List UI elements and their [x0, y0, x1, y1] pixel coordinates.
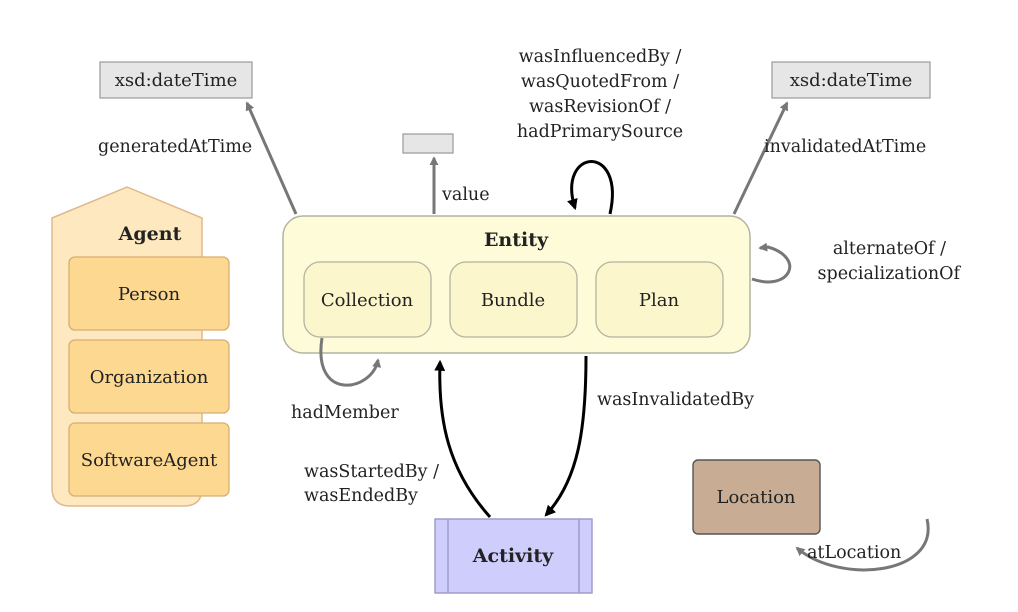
agent-organization-box [68, 339, 230, 414]
datetime-right-box [771, 61, 931, 99]
was-invalidated-by-label: wasInvalidatedBy [597, 390, 754, 410]
generated-at-time-arrow [245, 101, 298, 215]
activity-box [434, 518, 593, 594]
had-member-loop-arrow [319, 337, 382, 387]
was-started-by-label-line-1: wasStartedBy / [304, 462, 439, 482]
datetime-left-label: xsd:dateTime [115, 70, 238, 91]
generated-at-time-label: generatedAtTime [98, 137, 252, 157]
agent-softwareagent-box [68, 422, 230, 497]
activity-title: Activity [472, 545, 554, 567]
plan-box [595, 261, 724, 338]
entity-title: Entity [484, 229, 549, 251]
was-started-by-arrow [434, 359, 492, 518]
had-member-label: hadMember [291, 403, 399, 423]
datetime-right-label: xsd:dateTime [790, 70, 913, 91]
was-invalidated-by-arrow [544, 355, 588, 517]
collection-label: Collection [321, 290, 414, 311]
influence-label-line-4: hadPrimarySource [517, 122, 683, 142]
influence-label-line-2: wasQuotedFrom / [521, 72, 679, 92]
influence-label-line-1: wasInfluencedBy / [519, 47, 682, 67]
influence-label-line-3: wasRevisionOf / [529, 97, 671, 117]
value-literal-box [402, 133, 454, 154]
alternate-of-label-line-1: alternateOf / [833, 239, 946, 259]
bundle-label: Bundle [481, 290, 545, 311]
was-started-by-label-line-2: wasEndedBy [304, 486, 418, 506]
value-label: value [441, 185, 490, 205]
invalidated-at-time-label: invalidatedAtTime [764, 137, 926, 157]
alternate-of-loop-arrow [751, 242, 792, 284]
datetime-left-box [99, 61, 253, 99]
collection-box [303, 261, 432, 338]
agent-person-box [68, 256, 230, 331]
agent-softwareagent-label: SoftwareAgent [81, 450, 218, 471]
location-title: Location [716, 487, 795, 508]
agent-person-label: Person [118, 284, 181, 305]
location-box [692, 459, 821, 535]
invalidated-at-time-arrow [732, 101, 789, 215]
alternate-of-label-line-2: specializationOf [818, 264, 962, 284]
bundle-box [449, 261, 578, 338]
plan-label: Plan [639, 290, 680, 311]
agent-organization-label: Organization [90, 367, 209, 388]
agent-title: Agent [118, 223, 182, 245]
at-location-label: atLocation [807, 543, 901, 563]
was-influenced-by-loop-arrow [567, 160, 614, 215]
at-location-arrow [795, 518, 930, 572]
